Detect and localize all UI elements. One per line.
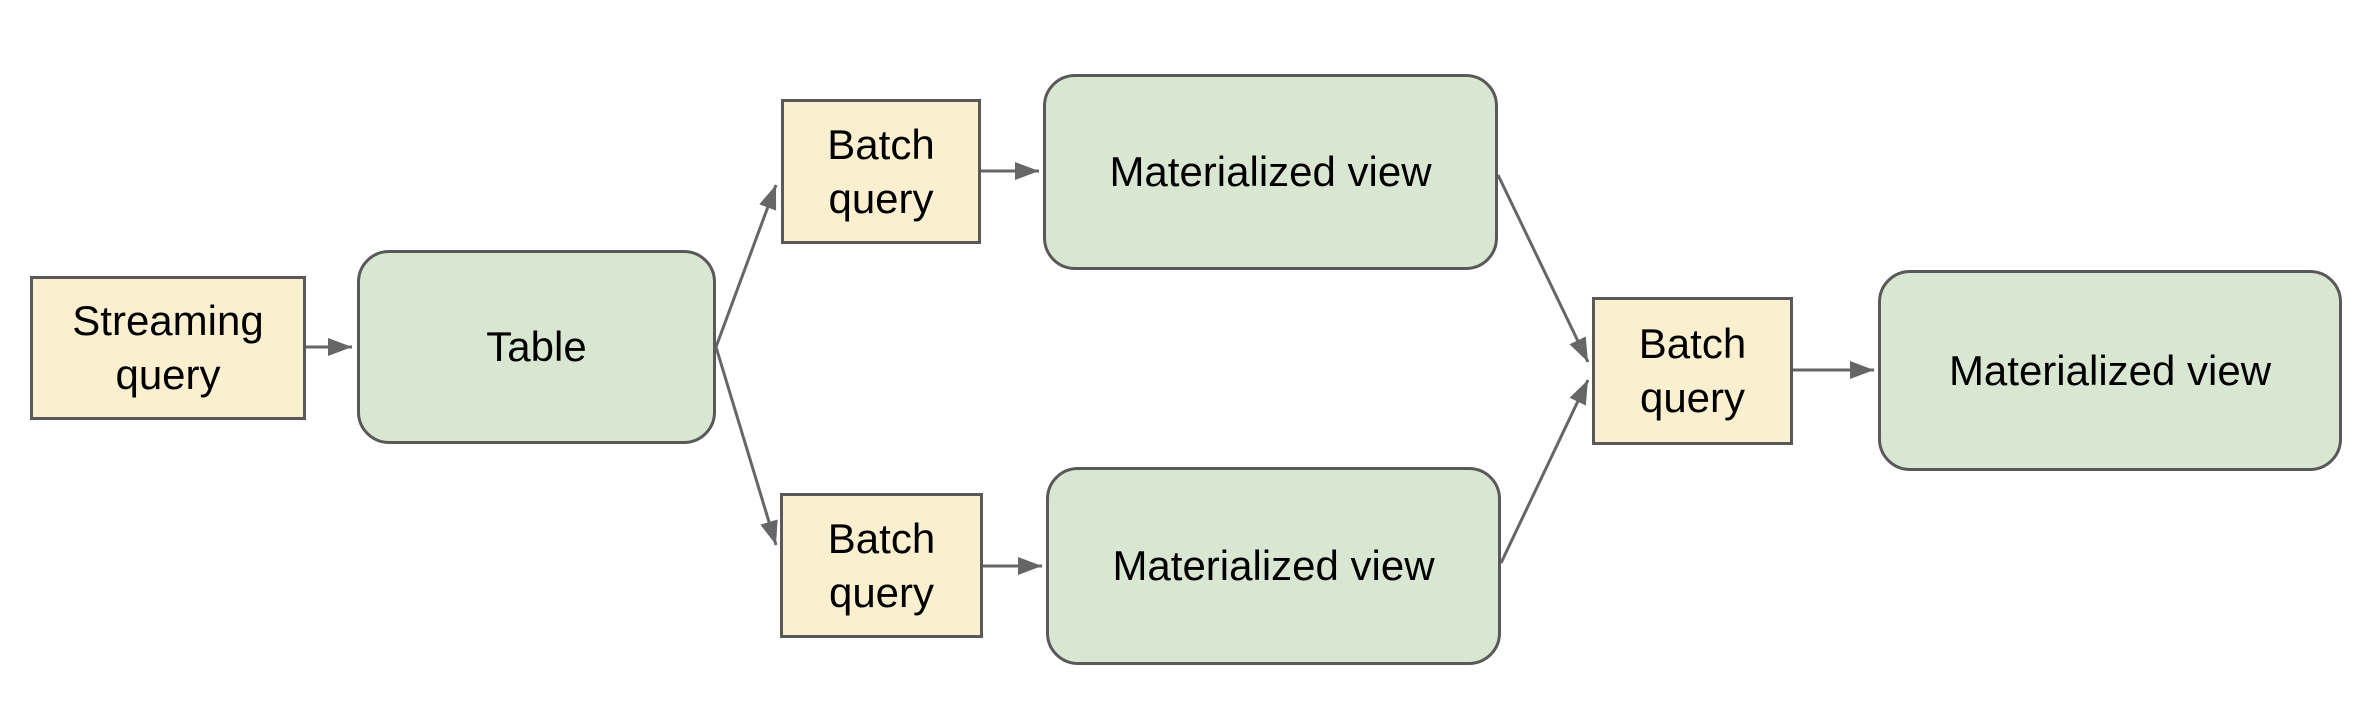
node-batch-query-top-label: Batch query [827,120,935,222]
edge-materialized-view-top-to-batch-query-right [1496,174,1590,363]
node-streaming-query-label: Streaming query [72,297,264,398]
node-materialized-view-right: Materialized view [1878,270,2342,471]
node-streaming-query: Streaming query [30,276,306,420]
node-materialized-view-right-label: Materialized view [1948,346,2272,394]
node-batch-query-bottom-label: Batch query [827,514,936,616]
node-materialized-view-bottom: Materialized view [1046,467,1501,665]
node-batch-query-top: Batch query [781,99,981,244]
node-batch-query-bottom: Batch query [780,493,983,638]
edge-table-to-batch-query-top [714,184,778,348]
node-materialized-view-top: Materialized view [1043,74,1498,270]
node-table: Table [357,250,716,444]
node-materialized-view-bottom-label: Materialized view [1112,542,1435,590]
node-table-label: Table [486,323,587,371]
node-batch-query-right-label: Batch query [1638,320,1747,421]
node-materialized-view-top-label: Materialized view [1109,148,1432,196]
edge-table-to-batch-query-bottom [714,346,778,546]
node-batch-query-right: Batch query [1592,297,1793,445]
edge-materialized-view-bottom-to-batch-query-right [1499,379,1590,564]
